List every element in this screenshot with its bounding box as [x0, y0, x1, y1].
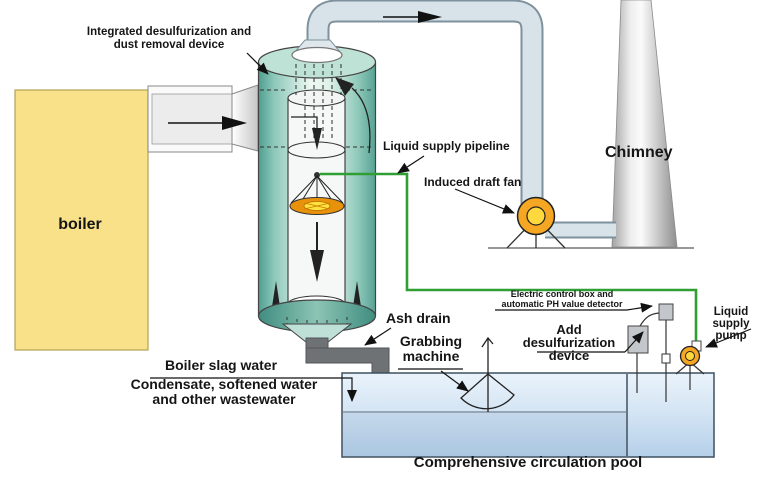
flow-arrow-icon — [383, 11, 442, 23]
leader-lines — [150, 52, 752, 402]
electric-control-box — [639, 303, 674, 402]
label-induced-draft-fan: Induced draft fan — [424, 175, 522, 189]
sensor-node — [661, 353, 671, 364]
circulation-pool — [341, 372, 715, 458]
gas-down-arrow-icon — [291, 116, 322, 150]
liquid-down-arrow-icon — [310, 222, 324, 282]
scrubber-tower — [257, 39, 377, 343]
boiler-box — [14, 89, 149, 351]
label-grabbing-machine: Grabbing machine — [399, 333, 463, 364]
liquid-supply-pipeline — [320, 172, 698, 341]
spray-cone — [289, 172, 345, 215]
label-electric-control-box: Electric control box and automatic PH va… — [501, 289, 623, 309]
flue-pipe — [306, 0, 544, 207]
label-circulation-pool: Comprehensive circulation pool — [413, 454, 643, 471]
label-liquid-supply-pipeline: Liquid supply pipeline — [383, 139, 510, 153]
flue-duct — [147, 84, 259, 153]
duct-flow-arrow-icon — [168, 116, 247, 130]
label-ash-drain: Ash drain — [386, 310, 451, 326]
label-boiler-slag-water: Boiler slag water — [165, 357, 278, 373]
label-add-desulfurization: Add desulfurization device — [522, 322, 616, 363]
label-integrated-device: Integrated desulfurization and dust remo… — [86, 26, 252, 51]
tower-outlet-opening — [291, 46, 343, 64]
label-chimney: Chimney — [605, 144, 673, 161]
label-condensate: Condensate, softened water and other was… — [130, 376, 318, 407]
liquid-supply-pump — [675, 340, 705, 390]
gas-swirl-arrow-icon — [335, 77, 371, 154]
control-cable — [639, 312, 660, 327]
label-liquid-supply-pump: Liquid supply pump — [712, 306, 750, 342]
chimney — [611, 0, 678, 248]
induced-draft-fan — [506, 196, 566, 249]
slag-inlet-line — [150, 377, 357, 402]
grabbing-machine — [460, 336, 515, 412]
label-boiler: boiler — [58, 216, 102, 233]
